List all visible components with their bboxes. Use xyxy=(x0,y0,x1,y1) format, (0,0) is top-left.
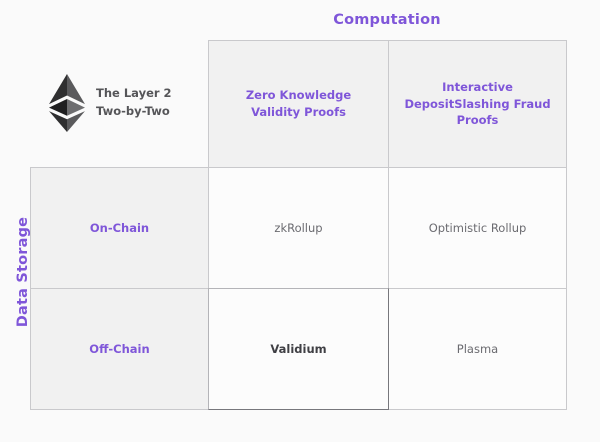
column-header-fraud[interactable]: Interactive DepositSlashing Fraud Proofs xyxy=(388,40,567,168)
cell-validium-label: Validium xyxy=(270,341,327,356)
cell-validium[interactable]: Validium xyxy=(208,288,389,410)
column-header-zk[interactable]: Zero Knowledge Validity Proofs xyxy=(208,40,389,168)
column-header-zk-text: Zero Knowledge Validity Proofs xyxy=(238,87,359,120)
column-header-fraud-text: Interactive DepositSlashing Fraud Proofs xyxy=(396,79,558,129)
row-header-on-chain-label: On-Chain xyxy=(89,220,150,235)
brand-text: The Layer 2 Two-by-Two xyxy=(96,85,172,121)
cell-zkrollup-label: zkRollup xyxy=(274,220,323,235)
cell-optimistic-rollup[interactable]: Optimistic Rollup xyxy=(388,167,567,289)
brand-line-1: The Layer 2 xyxy=(96,86,172,101)
brand-block: The Layer 2 Two-by-Two xyxy=(48,72,208,134)
column-axis-title: Computation xyxy=(333,12,441,28)
cell-plasma[interactable]: Plasma xyxy=(388,288,567,410)
ethereum-logo-icon xyxy=(49,74,85,132)
row-header-off-chain-label: Off-Chain xyxy=(89,341,150,356)
column-header-fraud-line-2: DepositSlashing Fraud xyxy=(404,96,551,111)
cell-optimistic-rollup-label: Optimistic Rollup xyxy=(428,220,527,235)
column-header-zk-line-1: Zero Knowledge xyxy=(245,88,352,103)
column-header-fraud-line-3: Proofs xyxy=(456,113,499,128)
row-header-on-chain[interactable]: On-Chain xyxy=(30,167,209,289)
cell-plasma-label: Plasma xyxy=(456,341,499,356)
column-header-fraud-line-1: Interactive xyxy=(442,79,513,94)
column-header-zk-line-2: Validity Proofs xyxy=(251,105,346,119)
row-header-off-chain[interactable]: Off-Chain xyxy=(30,288,209,410)
brand-line-2: Two-by-Two xyxy=(96,104,170,118)
cell-zkrollup[interactable]: zkRollup xyxy=(208,167,389,289)
row-axis-title: Data Storage xyxy=(15,216,31,328)
